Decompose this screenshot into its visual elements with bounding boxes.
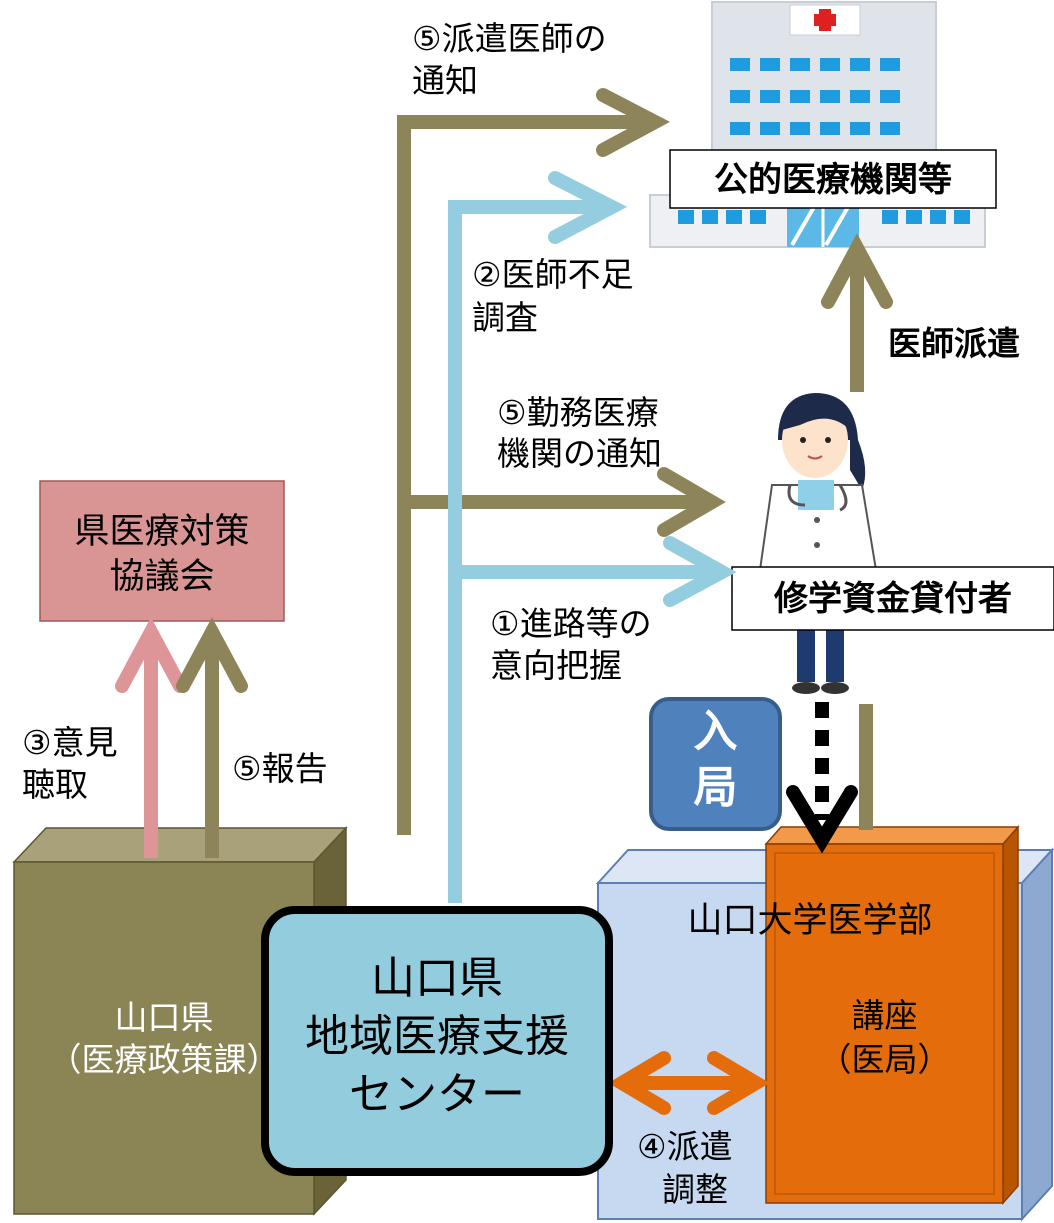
hospital-label-box	[669, 149, 997, 209]
career-intent-label-1: ①進路等の	[490, 604, 652, 643]
red-cross-icon	[814, 9, 836, 31]
council-box	[39, 480, 285, 622]
notify-workplace-label-2: 機関の通知	[497, 434, 662, 473]
dispatch-label: 医師派遣	[888, 324, 1020, 363]
center-box	[261, 906, 613, 1176]
doctor-icon	[758, 393, 878, 694]
council-label-2: 協議会	[109, 557, 215, 597]
koza-label-2: （医局）	[818, 1040, 951, 1079]
opinion-label-2: 聴取	[22, 765, 88, 804]
coordination-label-1: ④派遣	[637, 1127, 733, 1166]
center-label-2: 地域医療支援	[305, 1011, 569, 1062]
nyukyoku-label-2: 局	[693, 762, 738, 813]
career-intent-arrow	[455, 536, 737, 607]
shortage-survey-label-2: 調査	[472, 298, 538, 337]
doctor-label: 修学資金貸付者	[774, 579, 1012, 619]
notify-doctor-label-2: 通知	[412, 61, 478, 100]
koza-label-1: 講座	[851, 996, 918, 1035]
report-arrow	[176, 617, 248, 858]
opinion-arrow	[115, 617, 187, 858]
coordination-label-2: 調整	[662, 1170, 728, 1209]
shortage-survey-label-1: ②医師不足	[472, 255, 634, 294]
notify-doctor-label-1: ⑤派遣医師の	[412, 19, 607, 58]
shortage-survey-arrow	[448, 171, 628, 903]
notify-doctor-arrow	[397, 88, 670, 835]
notify-workplace-label-1: ⑤勤務医療	[497, 393, 659, 432]
prefecture-label-1: 山口県	[114, 998, 214, 1037]
nyukyoku-box	[649, 697, 782, 831]
hospital-label: 公的医療機関等	[714, 160, 952, 200]
coordination-arrow	[608, 1051, 770, 1115]
hospital-icon	[649, 1, 986, 248]
nyukyoku-arrow	[786, 702, 858, 854]
doctor-label-box	[731, 566, 1054, 631]
career-intent-label-2: 意向把握	[490, 646, 622, 685]
center-label-1: 山口県	[371, 953, 503, 1004]
report-label: ⑤報告	[232, 749, 328, 788]
prefecture-label-2: （医療政策課）	[48, 1040, 280, 1079]
center-label-3: センター	[349, 1069, 525, 1120]
council-label-1: 県医療対策	[74, 512, 250, 552]
university-label: 山口大学医学部	[687, 901, 933, 941]
nyukyoku-label-1: 入	[693, 706, 738, 757]
dispatch-arrow	[821, 233, 893, 392]
opinion-label-1: ③意見	[22, 723, 118, 762]
